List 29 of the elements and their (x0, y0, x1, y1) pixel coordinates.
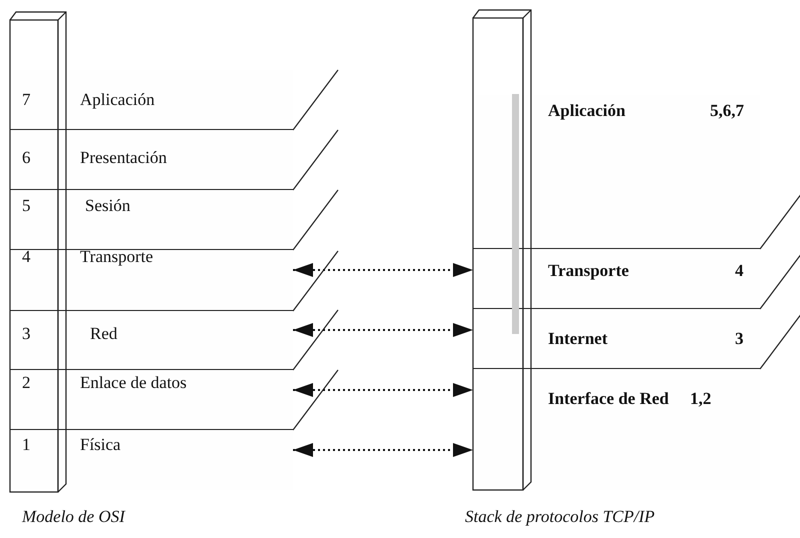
layer-number: 4 (22, 247, 30, 267)
caption: Modelo de OSI (22, 507, 125, 527)
caption: Stack de protocolos TCP/IP (465, 507, 655, 527)
layer-number: 6 (22, 148, 30, 168)
layer-number: 5 (22, 196, 30, 216)
layer-name: Aplicación (80, 90, 155, 110)
layer-number: 4 (735, 261, 744, 281)
layer-number: 3 (22, 324, 30, 344)
layer-name: Transporte (80, 247, 154, 267)
layer-number: 5,6,7 (710, 101, 744, 121)
layer-name: Internet (548, 329, 608, 349)
layer-name: Red (90, 324, 118, 344)
layer-name: Transporte (548, 261, 629, 281)
layer-number: 1 (22, 435, 30, 455)
double-arrow (293, 443, 473, 457)
double-arrow (293, 323, 473, 337)
layer-number: 1,2 (690, 389, 712, 409)
layer-name: Presentación (80, 148, 167, 168)
layer-name: Aplicación (548, 101, 626, 121)
layer-number: 3 (735, 329, 744, 349)
layer-name: Sesión (85, 196, 130, 216)
layer-name: Interface de Red (548, 389, 669, 409)
layer-number: 7 (22, 90, 30, 110)
double-arrow (293, 383, 473, 397)
double-arrow (293, 263, 473, 277)
layer-name: Enlace de datos (80, 373, 187, 393)
layer-name: Física (80, 435, 121, 455)
layer-number: 2 (22, 373, 30, 393)
layer-band (10, 250, 293, 311)
